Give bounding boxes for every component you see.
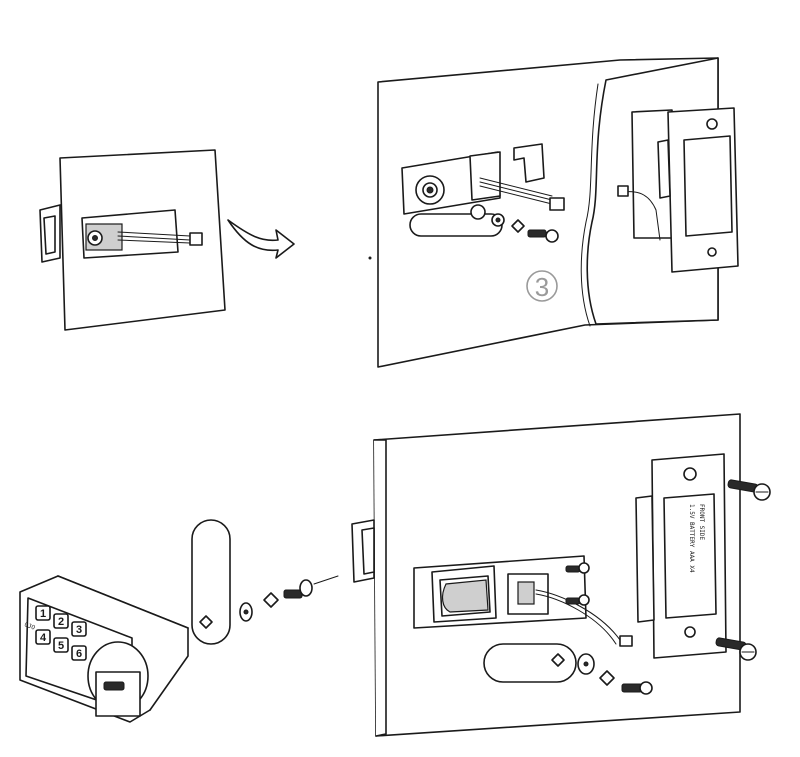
battery-box: FRONT SIDE 1.5V BATTERY AAA X4 (635, 453, 727, 659)
step-number: 3 (535, 272, 549, 302)
keypad-brand-mark: OJO (23, 621, 36, 631)
key-5: 5 (58, 640, 64, 652)
step-3-badge: 3 (526, 270, 558, 302)
key-1: 1 (40, 608, 46, 620)
panel-2-door-step-3: 3 (377, 57, 739, 368)
panel-4-door-back-exploded: FRONT SIDE 1.5V BATTERY AAA X4 (351, 413, 771, 737)
key-6: 6 (76, 648, 82, 660)
stray-dot (368, 256, 372, 260)
keypad-keys: 1 2 3 4 5 6 (35, 605, 87, 661)
key-3: 3 (76, 624, 82, 636)
panel-3-keypad-exploded: 1 2 3 4 5 6 OJO (19, 519, 339, 723)
battery-box-bottom-label: 1.5V BATTERY AAA X4 (688, 504, 695, 573)
key-2: 2 (58, 616, 64, 628)
battery-box-step-3 (657, 107, 739, 273)
panel-1-door-with-lock (39, 149, 295, 331)
battery-box-top-label: FRONT SIDE (698, 504, 705, 541)
key-4: 4 (40, 632, 47, 644)
